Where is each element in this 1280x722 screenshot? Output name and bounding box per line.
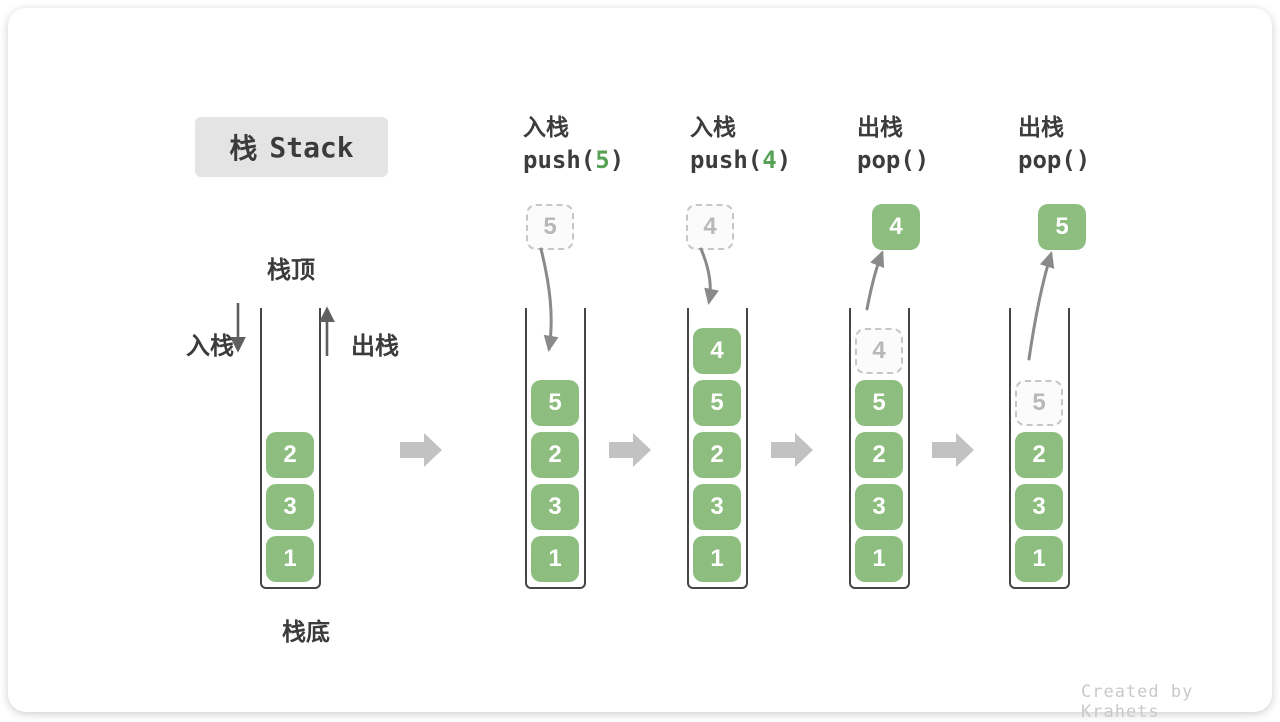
canvas-card: 栈 Stack 入栈 push(5) 入栈 push(4) 出栈 pop() 出… bbox=[8, 8, 1272, 722]
stack-block: 3 bbox=[693, 484, 741, 530]
stack-state-pop-5: 5 2 3 1 bbox=[1009, 308, 1070, 589]
op-label-push-4: 入栈 push(4) bbox=[690, 112, 791, 179]
stack-block: 1 bbox=[693, 536, 741, 582]
op-zh: 入栈 bbox=[690, 114, 736, 140]
watermark-credit: Created by Krahets bbox=[1081, 682, 1194, 722]
popped-slot-ghost: 4 bbox=[855, 328, 903, 374]
stack-block: 3 bbox=[1015, 484, 1063, 530]
stack-block: 2 bbox=[855, 432, 903, 478]
title-badge: 栈 Stack bbox=[195, 117, 388, 177]
stack-block: 2 bbox=[693, 432, 741, 478]
label-pop-side: 出栈 bbox=[351, 333, 399, 360]
label-stack-top: 栈顶 bbox=[267, 257, 315, 284]
stack-block: 1 bbox=[266, 536, 314, 582]
stack-block: 3 bbox=[531, 484, 579, 530]
incoming-block-ghost: 5 bbox=[526, 204, 574, 250]
popped-block: 4 bbox=[872, 204, 920, 250]
op-code: push(4) bbox=[690, 146, 792, 174]
stack-block: 5 bbox=[855, 380, 903, 426]
op-zh: 出栈 bbox=[857, 114, 903, 140]
stack-block: 5 bbox=[531, 380, 579, 426]
op-label-push-5: 入栈 push(5) bbox=[523, 112, 624, 179]
op-zh: 出栈 bbox=[1018, 114, 1064, 140]
title-zh: 栈 bbox=[229, 133, 258, 164]
stack-block: 3 bbox=[855, 484, 903, 530]
label-stack-bottom: 栈底 bbox=[282, 619, 330, 646]
op-label-pop-2: 出栈 pop() bbox=[1018, 112, 1090, 179]
op-arg: 5 bbox=[595, 146, 610, 174]
popped-block: 5 bbox=[1038, 204, 1086, 250]
op-label-pop-1: 出栈 pop() bbox=[857, 112, 929, 179]
stack-state-initial: 2 3 1 bbox=[260, 308, 321, 589]
op-arg: 4 bbox=[762, 146, 777, 174]
stack-block: 1 bbox=[531, 536, 579, 582]
incoming-block-ghost: 4 bbox=[686, 204, 734, 250]
op-code: pop() bbox=[1018, 146, 1091, 174]
stack-block: 2 bbox=[266, 432, 314, 478]
stack-state-push-5: 5 2 3 1 bbox=[525, 308, 586, 589]
stack-block: 4 bbox=[693, 328, 741, 374]
stack-block: 2 bbox=[531, 432, 579, 478]
op-code: push(5) bbox=[523, 146, 625, 174]
label-push-side: 入栈 bbox=[186, 333, 234, 360]
stack-block: 1 bbox=[855, 536, 903, 582]
stack-block: 5 bbox=[693, 380, 741, 426]
stack-state-push-4: 4 5 2 3 1 bbox=[687, 308, 748, 589]
stack-state-pop-4: 4 5 2 3 1 bbox=[849, 308, 910, 589]
op-code: pop() bbox=[857, 146, 930, 174]
popped-slot-ghost: 5 bbox=[1015, 380, 1063, 426]
stack-block: 3 bbox=[266, 484, 314, 530]
stack-block: 2 bbox=[1015, 432, 1063, 478]
op-zh: 入栈 bbox=[523, 114, 569, 140]
title-en: Stack bbox=[269, 130, 354, 164]
stack-block: 1 bbox=[1015, 536, 1063, 582]
